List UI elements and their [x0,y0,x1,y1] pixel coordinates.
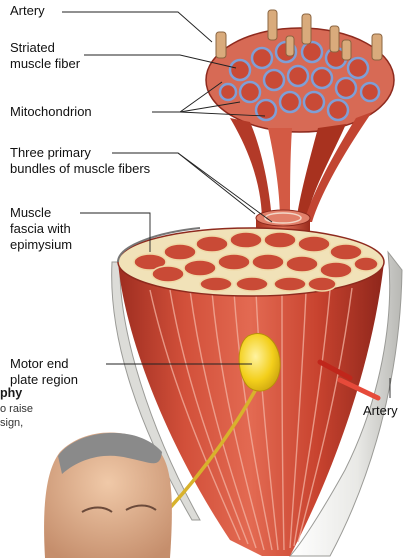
caption-fragment-title: phy [0,386,22,400]
caption-fragment-line-1: o raise [0,402,33,416]
label-mitochondrion: Mitochondrion [10,104,92,120]
label-artery-right: Artery [363,403,398,419]
caption-fragment-line-2: sign, [0,416,23,430]
upper-cross-section [206,10,394,132]
label-striated-muscle-fiber: Striated muscle fiber [10,40,80,72]
label-three-primary-bundles: Three primary bundles of muscle fibers [10,145,150,177]
label-muscle-fascia: Muscle fascia with epimysium [10,205,72,253]
portrait-illustration [44,433,172,558]
label-motor-end-plate: Motor end plate region [10,356,78,388]
label-artery-top: Artery [10,3,45,19]
